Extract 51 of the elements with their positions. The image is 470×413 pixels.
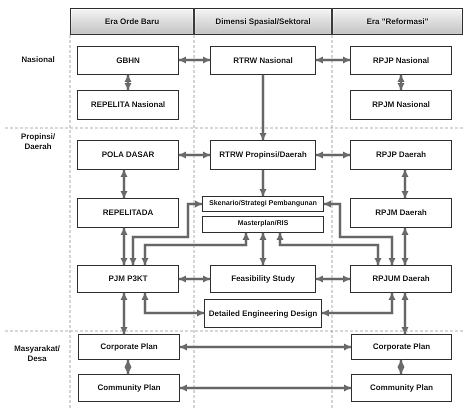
- process-box: Corporate Plan: [351, 334, 452, 360]
- column-header: Era "Reformasi": [332, 8, 463, 35]
- arrow: [120, 170, 128, 198]
- process-box: Detailed Engineering Design: [204, 299, 322, 328]
- arrow: [124, 75, 132, 90]
- process-box: GBHN: [77, 46, 179, 75]
- row-label: Masyarakat/ Desa: [13, 344, 61, 364]
- process-box: Feasibility Study: [210, 265, 316, 293]
- arrow: [316, 276, 350, 282]
- process-box: Community Plan: [78, 374, 180, 402]
- arrow: [260, 75, 266, 140]
- arrow: [179, 56, 210, 64]
- arrow: [120, 228, 128, 265]
- process-box: RPJM Daerah: [350, 198, 452, 228]
- arrow: [402, 293, 408, 334]
- process-box: POLA DASAR: [77, 140, 179, 170]
- process-box: Corporate Plan: [78, 334, 180, 360]
- arrow: [276, 233, 382, 265]
- arrow: [179, 276, 210, 282]
- arrow: [180, 384, 351, 392]
- process-box: RPJP Daerah: [350, 140, 452, 170]
- arrow: [398, 360, 404, 374]
- column-header: Era Orde Baru: [70, 8, 194, 35]
- row-label: Nasional: [20, 55, 56, 65]
- arrow: [260, 233, 266, 265]
- arrow: [120, 293, 128, 334]
- arrow: [402, 170, 408, 198]
- arrow: [398, 75, 404, 90]
- arrow: [179, 152, 210, 158]
- process-box: RPJP Nasional: [350, 46, 452, 75]
- arrow: [324, 200, 396, 265]
- process-box: REPELITADA: [77, 198, 179, 228]
- arrow: [142, 293, 204, 316]
- process-box: RPJUM Daerah: [350, 265, 452, 293]
- process-box: RTRW Propinsi/Daerah: [210, 140, 316, 170]
- arrow: [322, 293, 396, 316]
- process-box: Community Plan: [351, 374, 452, 402]
- arrow: [142, 233, 250, 265]
- row-label: Propinsi/ Daerah: [20, 132, 56, 152]
- process-box: RPJM Nasional: [350, 90, 452, 120]
- arrow: [316, 56, 350, 64]
- arrow: [316, 152, 350, 158]
- arrow: [124, 360, 132, 374]
- arrow: [180, 344, 351, 350]
- arrow: [402, 228, 408, 265]
- arrow: [130, 200, 202, 265]
- process-box: PJM P3KT: [77, 265, 179, 293]
- process-box: RTRW Nasional: [210, 46, 316, 75]
- arrow: [260, 170, 266, 196]
- process-box: REPELITA Nasional: [77, 90, 179, 120]
- column-header: Dimensi Spasial/Sektoral: [194, 8, 332, 35]
